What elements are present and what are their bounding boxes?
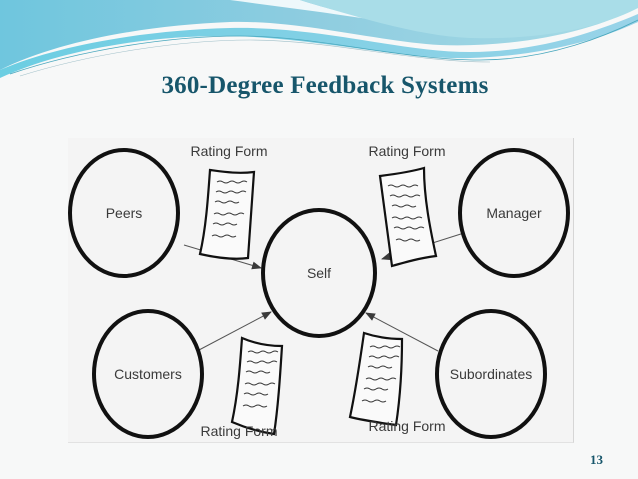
rating-form-bottom-right: Rating Form [348,331,446,434]
document-icon [348,331,404,427]
rating-form-label: Rating Form [368,143,445,159]
node-subordinates: Subordinates [435,309,547,439]
node-label-self: Self [307,265,331,281]
rating-form-label: Rating Form [368,418,445,434]
node-peers: Peers [68,148,180,278]
header-wave-decoration [0,0,638,78]
node-label-manager: Manager [486,205,542,221]
rating-form-top-left: Rating Form [190,143,268,260]
rating-form-top-right: Rating Form [368,143,446,268]
page-number: 13 [590,452,603,467]
feedback-diagram: Peers Manager Self Customers Subordinate… [68,143,570,439]
node-customers: Customers [92,309,204,439]
document-icon [198,168,256,260]
slide-title: 360-Degree Feedback Systems [161,72,489,99]
node-label-customers: Customers [114,366,182,382]
node-self: Self [261,208,377,338]
node-label-subordinates: Subordinates [450,366,533,382]
arrow-customers-to-self [198,311,272,351]
arrow-subordinates-to-self [365,312,439,352]
rating-form-bottom-left: Rating Form [200,336,284,439]
document-icon [378,166,438,268]
diagram-frame: Peers Manager Self Customers Subordinate… [68,138,574,443]
rating-form-label: Rating Form [200,423,277,439]
node-label-peers: Peers [106,205,143,221]
rating-form-label: Rating Form [190,143,267,159]
node-manager: Manager [458,148,570,278]
document-icon [230,336,284,436]
